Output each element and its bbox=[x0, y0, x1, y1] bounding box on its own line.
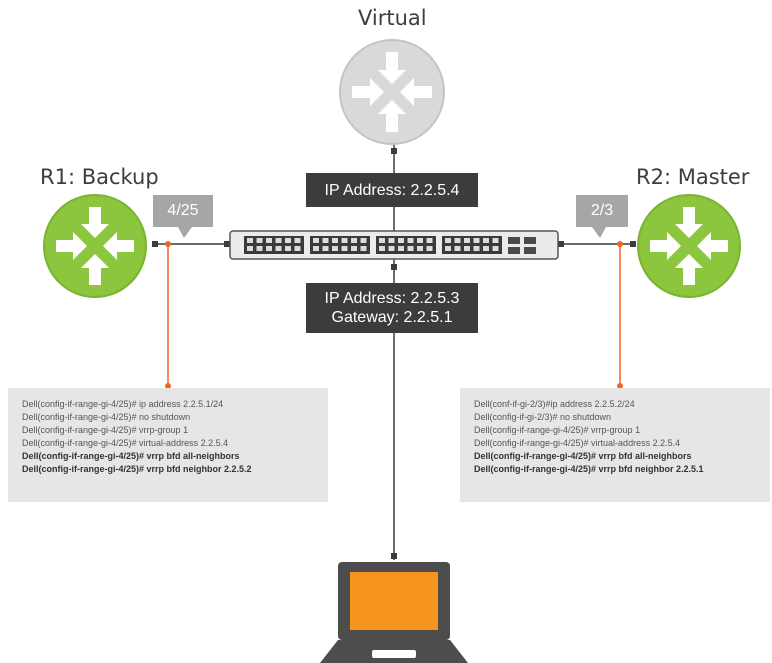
config-line: Dell(config-if-range-gi-4/25)# vrrp-grou… bbox=[22, 425, 189, 435]
switch-ip-text: IP Address: 2.2.5.3 bbox=[324, 290, 460, 307]
config-panel-r1: Dell(config-if-range-gi-4/25)# ip addres… bbox=[8, 388, 328, 502]
config-callout-r1 bbox=[165, 241, 171, 389]
laptop-icon bbox=[320, 562, 468, 663]
port-label-r2-pointer bbox=[592, 227, 606, 238]
config-line: Dell(config-if-range-gi-4/25)# vrrp-grou… bbox=[474, 425, 641, 435]
switch-ip-box: IP Address: 2.2.5.3 Gateway: 2.2.5.1 bbox=[306, 283, 478, 333]
config-line: Dell(config-if-range-gi-4/25)# vrrp bfd … bbox=[474, 464, 704, 474]
config-line: Dell(config-if-range-gi-4/25)# vrrp bfd … bbox=[22, 464, 252, 474]
config-line: Dell(config-if-range-gi-4/25)# virtual-a… bbox=[474, 438, 681, 448]
r1-router-label: R1: Backup bbox=[40, 165, 159, 189]
config-line: Dell(config-if-range-gi-4/25)# virtual-a… bbox=[22, 438, 229, 448]
virtual-router-label: Virtual bbox=[358, 6, 427, 30]
virtual-ip-box: IP Address: 2.2.5.4 bbox=[306, 173, 478, 207]
switch-icon bbox=[229, 230, 559, 260]
config-line: Dell(config-if-range-gi-4/25)# ip addres… bbox=[22, 399, 224, 409]
port-label-r1: 4/25 bbox=[153, 195, 213, 227]
r2-router-label: R2: Master bbox=[636, 165, 750, 189]
r1-router-icon bbox=[43, 194, 147, 298]
config-line: Dell(config-if-range-gi-4/25)# vrrp bfd … bbox=[22, 451, 240, 461]
virtual-ip-text: IP Address: 2.2.5.4 bbox=[324, 181, 460, 199]
r2-router-icon bbox=[637, 194, 741, 298]
virtual-router-icon bbox=[339, 39, 445, 145]
connector-points bbox=[152, 148, 636, 559]
config-panel-r2: Dell(conf-if-gi-2/3)#ip address 2.2.5.2/… bbox=[460, 388, 770, 502]
config-line: Dell(config-if-range-gi-4/25)# no shutdo… bbox=[22, 412, 191, 422]
config-line: Dell(config-if-range-gi-4/25)# vrrp bfd … bbox=[474, 451, 692, 461]
config-line: Dell(conf-if-gi-2/3)#ip address 2.2.5.2/… bbox=[474, 399, 635, 409]
port-label-r2: 2/3 bbox=[576, 195, 628, 227]
switch-port-group bbox=[244, 236, 536, 254]
config-line: Dell(config-if-gi-2/3)# no shutdown bbox=[474, 412, 612, 422]
config-callout-r2 bbox=[617, 241, 623, 389]
switch-gateway-text: Gateway: 2.2.5.1 bbox=[331, 309, 453, 326]
port-label-r1-pointer bbox=[178, 227, 192, 238]
